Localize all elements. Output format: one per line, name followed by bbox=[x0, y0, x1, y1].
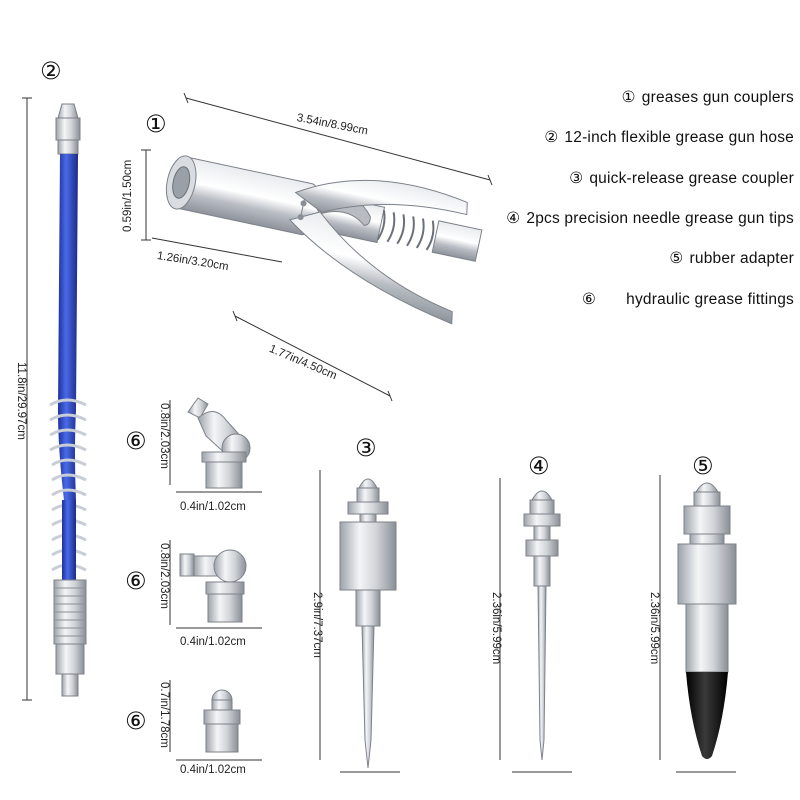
fitting-90-degree bbox=[169, 540, 262, 629]
marker-needle-coupler: ③ bbox=[355, 435, 377, 462]
marker-fitting-90: ⑥ bbox=[125, 568, 147, 595]
marker-rubber-adapter: ⑤ bbox=[692, 453, 714, 480]
flexible-hose bbox=[22, 97, 87, 701]
grease-gun-coupler bbox=[165, 155, 483, 325]
dim-fitting90-width: 0.4in/1.02cm bbox=[180, 636, 246, 648]
fitting-45-degree bbox=[169, 397, 262, 493]
marker-coupler: ① bbox=[145, 111, 167, 138]
marker-hose: ② bbox=[40, 58, 62, 85]
rubber-adapter bbox=[659, 475, 737, 773]
marker-needle-tip: ④ bbox=[528, 453, 550, 480]
coupler-dimension-lines bbox=[141, 92, 493, 402]
needle-tip bbox=[499, 478, 572, 773]
dim-fitting45-width: 0.4in/1.02cm bbox=[180, 501, 246, 513]
needle-coupler bbox=[319, 470, 400, 773]
marker-fitting-45: ⑥ bbox=[125, 428, 147, 455]
dim-fittingStraight-width: 0.4in/1.02cm bbox=[180, 764, 246, 776]
marker-fitting-straight: ⑥ bbox=[125, 708, 147, 735]
fitting-straight bbox=[169, 680, 262, 761]
